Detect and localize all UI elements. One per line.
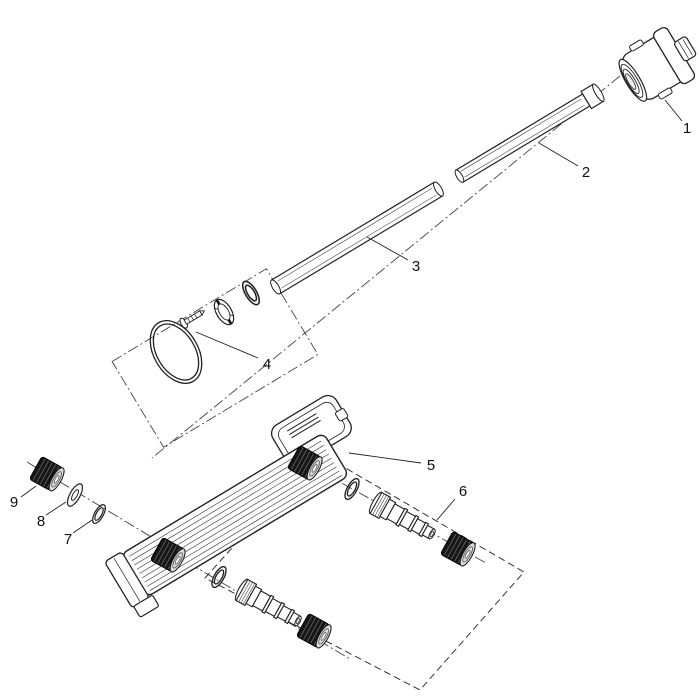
end-cap-line [113,558,141,602]
part-label-7: 7 [64,531,72,548]
lamp-end [432,181,444,197]
clip-screw [179,310,206,329]
leader-8 [45,501,67,516]
lamp-clip-ring [213,298,235,326]
oring-outlet [341,475,363,503]
housing-foot [133,595,159,618]
stub-line [677,41,689,59]
small-oring [238,278,264,308]
main-axis-centerline [151,75,621,459]
clip-notch [227,319,233,325]
lid-vent-slot [291,420,321,439]
clip-tick [229,314,234,317]
leader-3 [366,236,409,261]
quartz-glass-tube [454,83,605,184]
flow-washer [66,483,84,507]
clip-tick [214,307,219,310]
part-label-5: 5 [427,457,435,474]
leader-9 [20,485,37,498]
leader-4 [195,331,259,359]
union-nut-inlet [295,612,335,651]
thread-ring [622,68,640,94]
tube-highlight [460,98,582,172]
stub-line [682,39,693,56]
lid-latch [334,408,349,422]
head-latch-bottom [657,87,673,100]
part-label-4: 4 [263,356,271,373]
part-label-1: 1 [683,120,691,137]
head-latch-top [629,39,644,52]
part-label-8: 8 [37,513,45,530]
cable-gland-stub [673,36,697,62]
leader-lines [20,99,683,534]
uvc-head-unit [618,26,697,102]
tube-end [592,83,605,102]
tube-highlight [464,104,585,178]
leader-6 [436,498,456,521]
hose-adapter-outlet [366,490,441,547]
union-nut-left [28,455,68,494]
lamp-highlight [277,188,433,282]
oring-left [89,502,109,526]
lid-vent-slot [289,416,319,435]
lamp-highlight [281,194,437,288]
union-nut-outlet [439,530,479,569]
tube-end [454,169,465,183]
part-label-6: 6 [459,483,467,500]
large-oring [149,320,203,384]
tube-body [454,93,591,184]
lamp-body [270,181,444,295]
part-label-3: 3 [412,258,420,275]
leader-7 [72,519,93,534]
part-label-9: 9 [10,494,18,511]
thread-ring [620,63,644,98]
lid-vent-slot [286,413,317,432]
uv-lamp-tube [270,181,444,295]
leader-2 [538,142,579,167]
lamp-end [270,279,282,295]
leader-1 [664,99,683,122]
part-label-2: 2 [582,164,590,181]
housing-assembly [105,394,352,618]
leader-5 [348,452,422,464]
thread-ring [625,73,637,90]
hose-adapter-inlet [232,577,307,634]
clip-notch [215,299,221,305]
